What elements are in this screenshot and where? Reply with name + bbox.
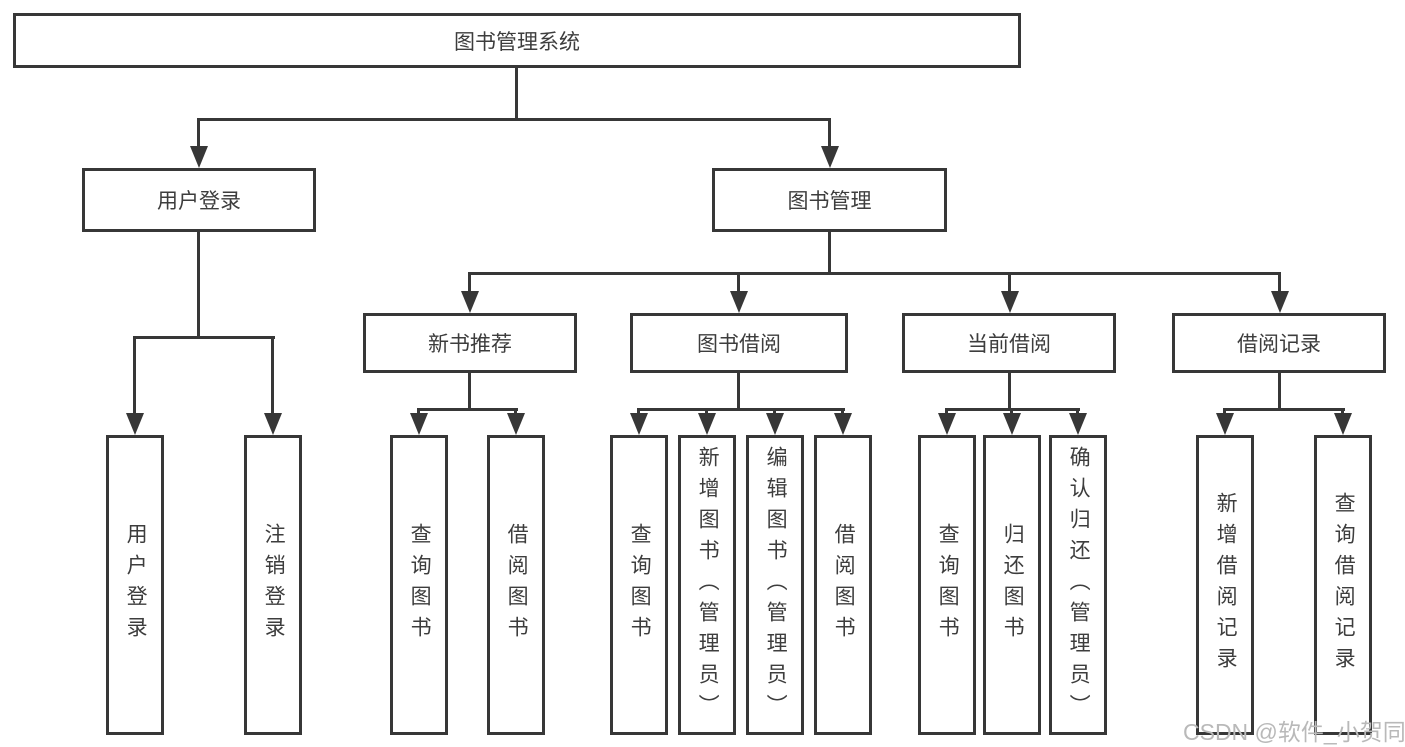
- connector-to-level3: [737, 272, 740, 296]
- arrowhead: [1271, 291, 1289, 313]
- arrowhead: [1069, 413, 1087, 435]
- arrowhead: [507, 413, 525, 435]
- leaf-logout: 注销登录: [244, 435, 302, 735]
- leaf-label: 用户登录: [124, 523, 148, 647]
- connector-to-level3: [1278, 272, 1281, 296]
- leaf-label: 查询借阅记录: [1332, 492, 1356, 678]
- connector-user-login-stub: [197, 232, 200, 336]
- leaf-label: 注销登录: [262, 523, 286, 647]
- arrowhead: [264, 413, 282, 435]
- connector-to-leaf: [133, 336, 136, 418]
- node-book-management: 图书管理: [712, 168, 947, 232]
- leaf-edit-books-admin: 编辑图书（管理员）: [746, 435, 804, 735]
- connector-to-level3: [1008, 272, 1011, 296]
- leaf-add-borrow-record: 新增借阅记录: [1196, 435, 1254, 735]
- leaf-query-books-current: 查询图书: [918, 435, 976, 735]
- leaf-label: 查询图书: [628, 523, 652, 647]
- connector-to-leaf: [271, 336, 274, 418]
- connector-root-stub: [515, 68, 518, 118]
- leaf-label: 查询图书: [936, 523, 960, 647]
- arrowhead: [190, 146, 208, 168]
- arrowhead: [1003, 413, 1021, 435]
- leaf-add-books-admin: 新增图书（管理员）: [678, 435, 736, 735]
- arrowhead: [698, 413, 716, 435]
- arrowhead: [461, 291, 479, 313]
- node-user-login: 用户登录: [82, 168, 316, 232]
- connector-book-borrowing-hline: [637, 408, 845, 411]
- leaf-label: 编辑图书（管理员）: [764, 445, 788, 725]
- leaf-query-books-recommend: 查询图书: [390, 435, 448, 735]
- leaf-label: 新增借阅记录: [1214, 492, 1238, 678]
- arrowhead: [730, 291, 748, 313]
- arrowhead: [410, 413, 428, 435]
- csdn-watermark: CSDN @软件_小贺同学: [1183, 719, 1405, 745]
- node-current-borrowing: 当前借阅: [902, 313, 1116, 373]
- leaf-label: 归还图书: [1001, 523, 1025, 647]
- leaf-label: 借阅图书: [832, 523, 856, 647]
- leaf-borrow-books-borrowing: 借阅图书: [814, 435, 872, 735]
- leaf-return-books: 归还图书: [983, 435, 1041, 735]
- connector-borrowing-records-hline: [1223, 408, 1345, 411]
- leaf-label: 确认归还（管理员）: [1067, 445, 1091, 725]
- arrowhead: [1334, 413, 1352, 435]
- leaf-label: 查询图书: [408, 523, 432, 647]
- connector-to-user-login: [197, 118, 200, 152]
- arrowhead: [1001, 291, 1019, 313]
- connector-user-login-hline: [133, 336, 275, 339]
- connector-book-borrowing-stub: [737, 373, 740, 411]
- node-book-borrowing: 图书借阅: [630, 313, 848, 373]
- leaf-label: 新增图书（管理员）: [696, 445, 720, 725]
- leaf-confirm-return-admin: 确认归还（管理员）: [1049, 435, 1107, 735]
- connector-level3-hline: [468, 272, 1281, 275]
- arrowhead: [1216, 413, 1234, 435]
- node-new-book-recommendation: 新书推荐: [363, 313, 577, 373]
- connector-new-book-rec-stub: [468, 373, 471, 411]
- connector-new-book-rec-hline: [417, 408, 518, 411]
- leaf-query-borrow-record: 查询借阅记录: [1314, 435, 1372, 735]
- connector-to-level3: [468, 272, 471, 296]
- leaf-borrow-books-recommend: 借阅图书: [487, 435, 545, 735]
- leaf-user-login: 用户登录: [106, 435, 164, 735]
- leaf-label: 借阅图书: [505, 523, 529, 647]
- connector-to-book-management: [828, 118, 831, 152]
- arrowhead: [834, 413, 852, 435]
- connector-current-borrowing-stub: [1008, 373, 1011, 411]
- arrowhead: [630, 413, 648, 435]
- arrowhead: [938, 413, 956, 435]
- connector-level2-hline: [197, 118, 831, 121]
- leaf-query-books-borrowing: 查询图书: [610, 435, 668, 735]
- node-library-management-system: 图书管理系统: [13, 13, 1021, 68]
- arrowhead: [766, 413, 784, 435]
- arrowhead: [821, 146, 839, 168]
- node-borrowing-records: 借阅记录: [1172, 313, 1386, 373]
- connector-borrowing-records-stub: [1278, 373, 1281, 411]
- connector-book-management-stub: [828, 232, 831, 272]
- arrowhead: [126, 413, 144, 435]
